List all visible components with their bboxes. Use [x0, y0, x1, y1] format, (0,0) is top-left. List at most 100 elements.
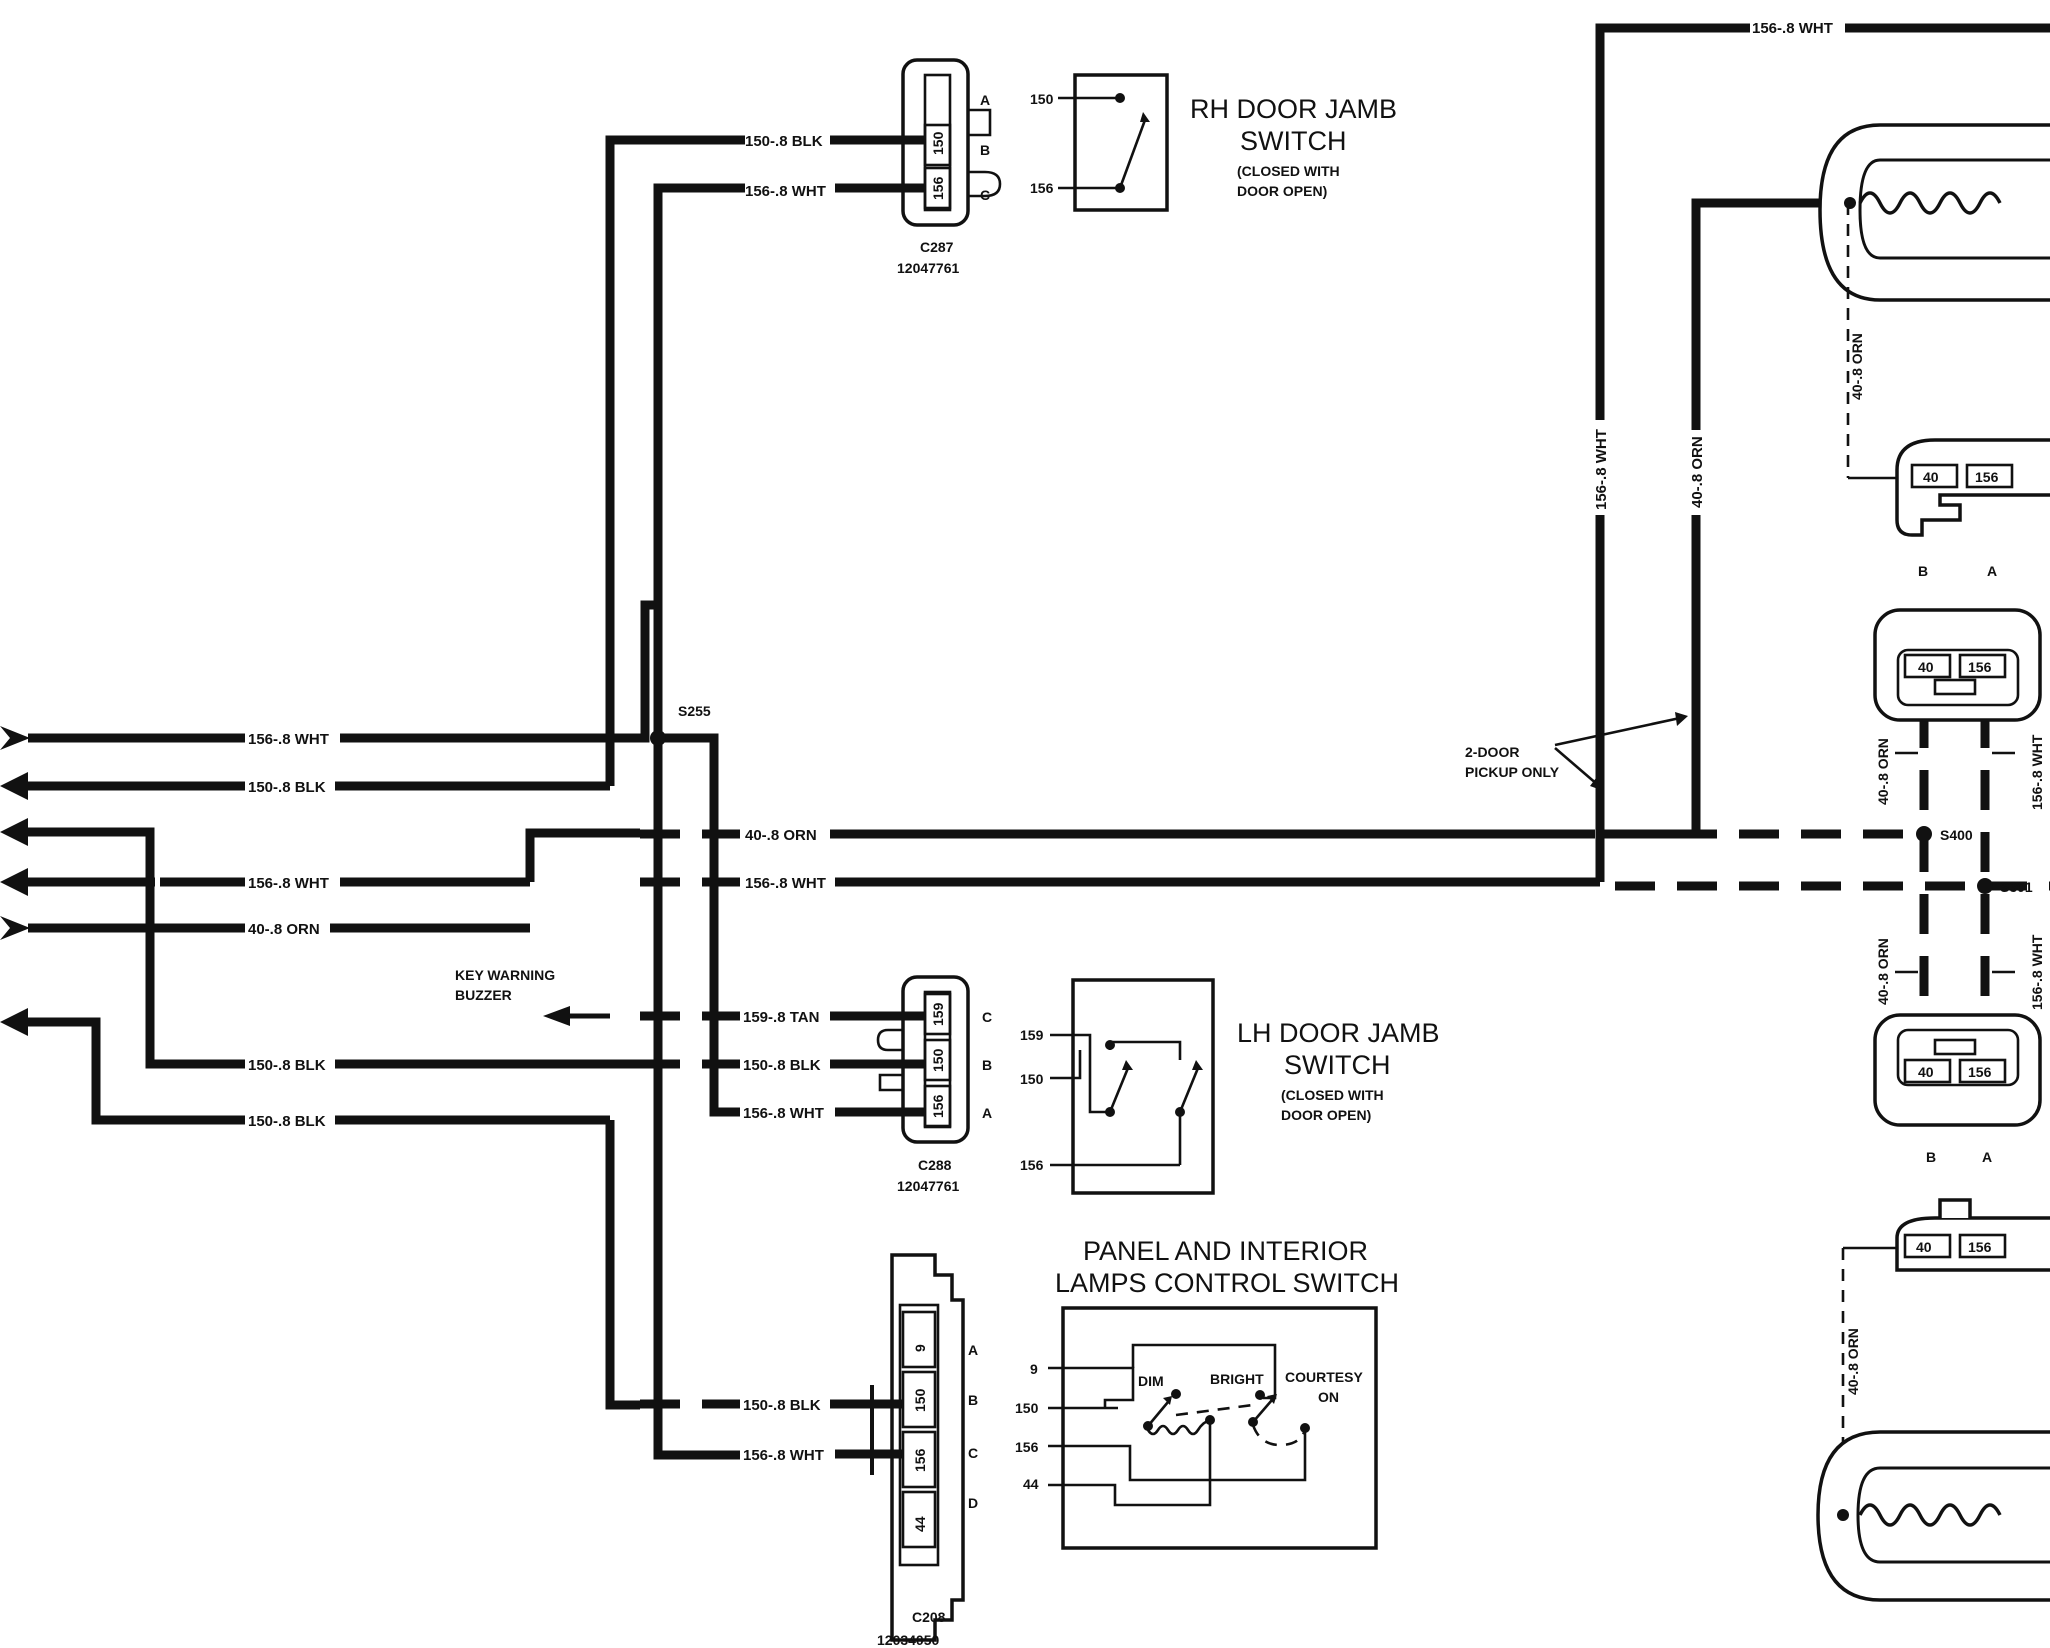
svg-text:A: A — [980, 92, 990, 108]
svg-text:150: 150 — [930, 131, 946, 155]
svg-text:C: C — [980, 187, 990, 203]
svg-text:40-.8 ORN: 40-.8 ORN — [1875, 738, 1891, 805]
svg-text:44: 44 — [1023, 1476, 1039, 1492]
panel-interior-lamps-switch: PANEL AND INTERIOR LAMPS CONTROL SWITCH … — [1015, 1236, 1399, 1550]
connector-part: 12047761 — [897, 260, 960, 276]
lh-switch-title: LH DOOR JAMB — [1237, 1018, 1440, 1048]
wire-label: 156-.8 WHT — [1752, 20, 1833, 37]
svg-text:40-.8 ORN: 40-.8 ORN — [1875, 938, 1891, 1005]
wire-label: 156-.8 WHT — [248, 731, 329, 748]
svg-text:9: 9 — [1030, 1361, 1038, 1377]
arrow-in-icon — [0, 818, 28, 846]
svg-text:150: 150 — [1015, 1400, 1039, 1416]
arrow-in-icon — [0, 868, 28, 896]
svg-text:KEY WARNING: KEY WARNING — [455, 967, 555, 983]
svg-text:156: 156 — [1030, 180, 1054, 196]
right-connector-upper: 40 156 B A — [1895, 438, 2050, 579]
svg-text:150: 150 — [930, 1048, 946, 1072]
svg-text:DIM: DIM — [1138, 1373, 1164, 1389]
connector-part: 12047761 — [897, 1178, 960, 1194]
wire-label: 156-.8 WHT — [745, 183, 826, 200]
svg-text:C: C — [982, 1009, 992, 1025]
right-connector-lower: 40 156 40-.8 ORN — [1841, 1198, 2050, 1515]
two-door-note: 2-DOOR PICKUP ONLY — [1465, 712, 1688, 790]
wire-label: 156-.8 WHT — [743, 1105, 824, 1122]
splice-s301-label: S301 — [2000, 879, 2033, 895]
svg-text:B: B — [980, 142, 990, 158]
svg-text:COURTESY: COURTESY — [1285, 1369, 1363, 1385]
arrow-in-icon — [0, 1008, 28, 1036]
wire-label: 150-.8 BLK — [745, 133, 823, 150]
svg-text:2-DOOR: 2-DOOR — [1465, 744, 1519, 760]
svg-text:40-.8 ORN: 40-.8 ORN — [1845, 1328, 1861, 1395]
svg-text:(CLOSED WITH: (CLOSED WITH — [1281, 1087, 1384, 1103]
svg-text:156: 156 — [1968, 1064, 1992, 1080]
svg-text:150: 150 — [1020, 1071, 1044, 1087]
splice-s301-dot — [1977, 878, 1993, 894]
connector-c288: 159 150 156 C B A C288 12047761 — [830, 975, 992, 1194]
svg-text:C: C — [968, 1445, 978, 1461]
svg-text:159: 159 — [930, 1002, 946, 1026]
wire-label: 150-.8 BLK — [248, 1113, 326, 1130]
svg-text:156: 156 — [1968, 1239, 1992, 1255]
svg-text:150: 150 — [1030, 91, 1054, 107]
wire-label: 156-.8 WHT — [743, 1447, 824, 1464]
svg-text:40: 40 — [1923, 469, 1939, 485]
svg-text:159: 159 — [1020, 1027, 1044, 1043]
wire-label: 40-.8 ORN — [1689, 436, 1706, 508]
rh-door-jamb-switch: 150 156 RH DOOR JAMB SWITCH (CLOSED WITH… — [1030, 73, 1397, 212]
svg-text:DOOR OPEN): DOOR OPEN) — [1237, 183, 1327, 199]
splice-s255-dot — [650, 730, 666, 746]
connector-c287: 150 156 A B C C287 12047761 — [830, 58, 1002, 276]
svg-text:156-.8 WHT: 156-.8 WHT — [2029, 734, 2045, 810]
lh-switch-title: SWITCH — [1284, 1050, 1390, 1080]
svg-text:ON: ON — [1318, 1389, 1339, 1405]
svg-text:40: 40 — [1916, 1239, 1932, 1255]
svg-text:156: 156 — [1975, 469, 1999, 485]
svg-text:156: 156 — [1020, 1157, 1044, 1173]
splice-s255-label: S255 — [678, 703, 711, 719]
svg-text:DOOR OPEN): DOOR OPEN) — [1281, 1107, 1371, 1123]
svg-text:44: 44 — [912, 1516, 928, 1532]
lh-door-jamb-switch: 159 150 156 LH DOOR JAMB SWITCH (CLOSED … — [1020, 978, 1440, 1195]
svg-text:B: B — [968, 1392, 978, 1408]
wire-label: 156-.8 WHT — [745, 875, 826, 892]
svg-text:B: B — [982, 1057, 992, 1073]
svg-text:40: 40 — [1918, 1064, 1934, 1080]
svg-text:BRIGHT: BRIGHT — [1210, 1371, 1264, 1387]
panel-switch-title: PANEL AND INTERIOR — [1083, 1236, 1368, 1266]
right-lamp-top: 40-.8 ORN — [1818, 123, 2050, 480]
svg-text:B: B — [1926, 1149, 1936, 1165]
s255-dashes — [640, 829, 745, 1409]
wire-label: 156-.8 WHT — [1593, 429, 1610, 510]
svg-text:150: 150 — [912, 1388, 928, 1412]
wire-label: 159-.8 TAN — [743, 1009, 819, 1026]
svg-text:BUZZER: BUZZER — [455, 987, 512, 1003]
right-lamp-bottom — [1816, 1430, 2050, 1602]
arrow-in-icon — [0, 772, 28, 800]
svg-text:A: A — [1987, 563, 1997, 579]
wire-label: 150-.8 BLK — [248, 779, 326, 796]
arrow-out-icon — [0, 726, 30, 750]
arrow-out-icon — [0, 916, 30, 940]
wire-label-group: 150-.8 BLK 156-.8 WHT 156-.8 WHT 156-.8 … — [245, 18, 1845, 1464]
splice-s400-label: S400 — [1940, 827, 1973, 843]
svg-text:(CLOSED WITH: (CLOSED WITH — [1237, 163, 1340, 179]
svg-text:A: A — [968, 1342, 978, 1358]
wire-label: 150-.8 BLK — [743, 1397, 821, 1414]
wire-label: 40-.8 ORN — [745, 827, 817, 844]
connector-id: C288 — [918, 1157, 952, 1173]
left-harness-wires — [0, 135, 745, 1460]
svg-text:D: D — [968, 1495, 978, 1511]
wire-label: 150-.8 BLK — [248, 1057, 326, 1074]
right-connector-mid-a: 40 156 40-.8 ORN 156-.8 WHT — [1873, 608, 2045, 810]
key-warning-buzzer: KEY WARNING BUZZER — [455, 967, 610, 1026]
svg-text:156-.8 WHT: 156-.8 WHT — [2029, 934, 2045, 1010]
connector-c208: 9 150 156 44 A B C D C208 12034050 — [830, 1253, 978, 1648]
panel-switch-title: LAMPS CONTROL SWITCH — [1055, 1268, 1399, 1298]
svg-text:A: A — [1982, 1149, 1992, 1165]
svg-text:156: 156 — [930, 1094, 946, 1118]
svg-text:9: 9 — [912, 1344, 928, 1352]
svg-text:B: B — [1918, 563, 1928, 579]
wire-label: 156-.8 WHT — [248, 875, 329, 892]
